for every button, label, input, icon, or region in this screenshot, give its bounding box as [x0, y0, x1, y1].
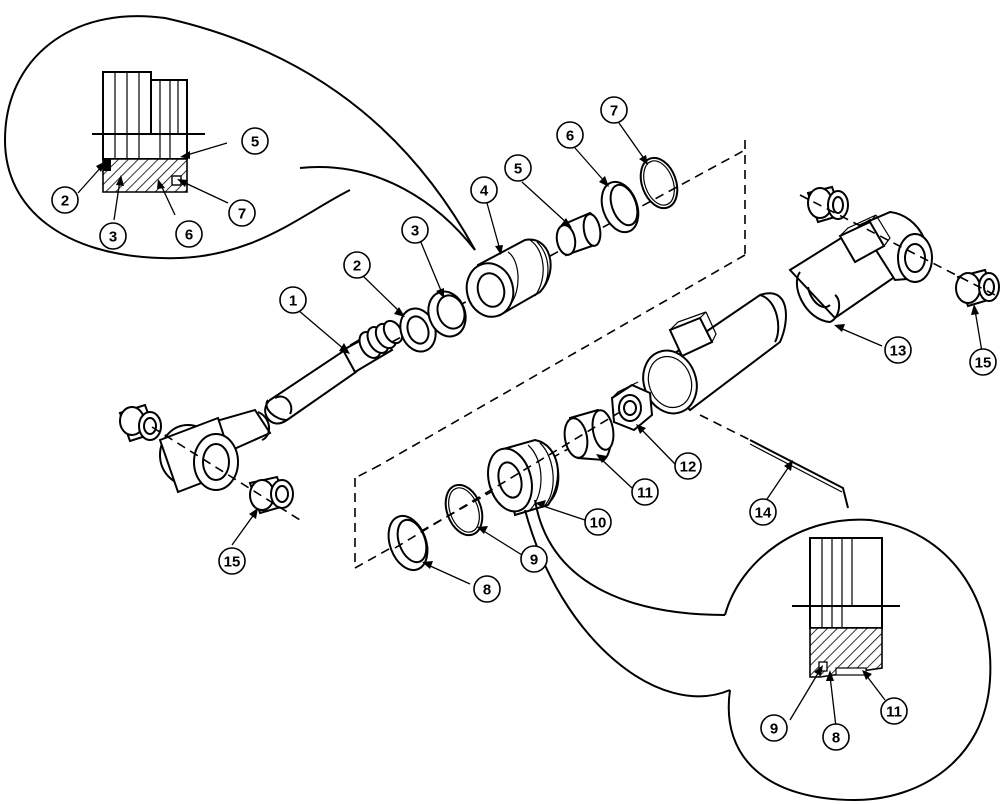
- callout-circle: [504, 154, 532, 182]
- callout-c15a: 15: [969, 348, 997, 376]
- callout-d1_2: 2: [51, 186, 79, 214]
- callout-label: 6: [185, 227, 193, 244]
- callout-label: 7: [610, 103, 618, 120]
- callout-c4: 4: [470, 176, 498, 204]
- callout-label: 6: [566, 128, 574, 145]
- main-leaders: [231, 122, 983, 728]
- callout-circle: [631, 478, 659, 506]
- callout-label: 15: [224, 554, 241, 571]
- callout-circle: [241, 127, 269, 155]
- callout-c7: 7: [600, 96, 628, 124]
- callout-label: 2: [353, 258, 361, 275]
- callout-c2: 2: [343, 251, 371, 279]
- detail1-callouts: [77, 142, 229, 221]
- callout-circle: [822, 723, 850, 751]
- wire-pin: [749, 439, 849, 509]
- callout-label: 5: [251, 134, 259, 151]
- callout-c5: 5: [504, 154, 532, 182]
- callout-label: 11: [886, 704, 902, 721]
- callout-d1_5: 5: [241, 127, 269, 155]
- callout-circle: [969, 348, 997, 376]
- callout-d1_3: 3: [99, 222, 127, 250]
- rod-eye-end: [118, 403, 301, 521]
- callout-circle: [884, 336, 912, 364]
- cylinder-barrel: [642, 185, 1000, 415]
- callout-c14: 14: [749, 498, 777, 526]
- callout-c13: 13: [884, 336, 912, 364]
- callout-d2_8: 8: [822, 723, 850, 751]
- callout-circle: [401, 216, 429, 244]
- callout-circle: [51, 186, 79, 214]
- callout-d1_6: 6: [175, 220, 203, 248]
- callout-d2_11: 11: [880, 697, 908, 725]
- callout-c11: 11: [631, 478, 659, 506]
- callout-circle: [600, 96, 628, 124]
- detail-view-piston-seal: [524, 499, 992, 802]
- callout-label: 1: [289, 293, 297, 310]
- callout-circle: [880, 697, 908, 725]
- callout-label: 2: [61, 193, 69, 210]
- piston-rod: [264, 319, 404, 425]
- callout-circle: [343, 251, 371, 279]
- callout-label: 3: [411, 223, 419, 240]
- callout-circle: [175, 220, 203, 248]
- callout-label: 9: [770, 721, 778, 738]
- callout-label: 9: [530, 552, 538, 569]
- callout-d2_9: 9: [760, 714, 788, 742]
- callout-circle: [760, 714, 788, 742]
- callout-label: 12: [680, 459, 697, 476]
- callout-c1: 1: [279, 286, 307, 314]
- callout-label: 14: [755, 505, 772, 522]
- callout-circle: [520, 545, 548, 573]
- callout-circle: [674, 452, 702, 480]
- callout-label: 15: [975, 355, 992, 372]
- callout-label: 5: [514, 161, 522, 178]
- callout-circle: [228, 199, 256, 227]
- callout-circle: [556, 121, 584, 149]
- callout-circle: [99, 222, 127, 250]
- detail-view-rod-seal: [3, 15, 476, 260]
- callout-d1_7: 7: [228, 199, 256, 227]
- callout-circle: [279, 286, 307, 314]
- upper-seal-group: [354, 140, 746, 569]
- callout-c12: 12: [674, 452, 702, 480]
- callout-label: 13: [890, 343, 907, 360]
- callout-circle: [473, 575, 501, 603]
- callout-circle: [218, 547, 246, 575]
- callout-c8: 8: [473, 575, 501, 603]
- callout-c3: 3: [401, 216, 429, 244]
- callout-label: 8: [483, 582, 491, 599]
- callout-label: 4: [480, 183, 489, 200]
- callout-c10: 10: [584, 508, 612, 536]
- callout-circle: [749, 498, 777, 526]
- callout-label: 10: [590, 515, 607, 532]
- callout-label: 8: [832, 730, 840, 747]
- callout-label: 11: [637, 485, 653, 502]
- piston-group: [387, 381, 751, 572]
- callout-c9: 9: [520, 545, 548, 573]
- callout-c6: 6: [556, 121, 584, 149]
- callout-label: 7: [238, 206, 246, 223]
- callout-c15b: 15: [218, 547, 246, 575]
- callout-label: 3: [109, 229, 117, 246]
- callout-circle: [470, 176, 498, 204]
- callout-circle: [584, 508, 612, 536]
